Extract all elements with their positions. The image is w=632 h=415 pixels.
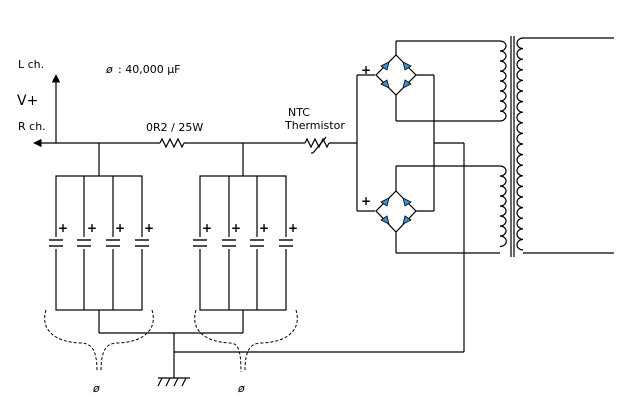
bridge-rectifier-lower xyxy=(375,190,417,233)
ntc-label-line2: Thermistor xyxy=(284,119,345,132)
ntc-thermistor-symbol xyxy=(304,137,330,149)
diode-icon xyxy=(380,197,412,225)
ground-symbol xyxy=(157,377,190,387)
cap-gap-r2 xyxy=(222,237,236,249)
resistor-label: 0R2 / 25W xyxy=(146,121,203,134)
cap-plus-r2: + xyxy=(231,221,241,235)
supply-rail xyxy=(56,136,357,154)
diode-icon xyxy=(380,61,412,89)
bridge-plus-upper: + xyxy=(361,63,371,77)
cap-plus-r1: + xyxy=(202,221,212,235)
cap-plus-l4: + xyxy=(144,221,154,235)
capacitance-symbol: ø xyxy=(105,63,113,76)
transformer xyxy=(499,36,614,257)
ground-bus xyxy=(99,142,465,378)
cap-gap-r3 xyxy=(250,237,264,249)
cap-plus-r3: + xyxy=(259,221,269,235)
cap-plus-l2: + xyxy=(87,221,97,235)
cap-plus-l3: + xyxy=(115,221,125,235)
bank-bracket-left xyxy=(44,309,154,373)
bank-bracket-right xyxy=(194,309,298,373)
cap-gap-l1 xyxy=(49,237,63,249)
capacitor-bank-right xyxy=(199,143,287,333)
ntc-label-line1: NTC xyxy=(288,106,310,119)
cap-gap-r4 xyxy=(279,237,293,249)
resistor-symbol xyxy=(159,137,185,149)
cap-plus-r4: + xyxy=(288,221,298,235)
bridge-plus-lower: + xyxy=(361,194,371,208)
cap-gap-l4 xyxy=(135,237,149,249)
capacitance-label: : 40,000 µF xyxy=(118,63,181,76)
voltage-label: V+ xyxy=(17,93,38,109)
left-channel-label: L ch. xyxy=(18,58,44,71)
bank-marker-right: ø xyxy=(237,382,245,395)
bridge-rectifier-upper xyxy=(375,54,417,96)
cap-gap-r1 xyxy=(193,237,207,249)
capacitor-bank-left xyxy=(49,143,149,333)
cap-gap-l3 xyxy=(106,237,120,249)
cap-plus-l1: + xyxy=(58,221,68,235)
output-arrows xyxy=(33,74,61,148)
right-channel-label: R ch. xyxy=(18,120,46,133)
cap-gap-l2 xyxy=(77,237,91,249)
rectifier-wiring xyxy=(356,40,500,254)
bank-marker-left: ø xyxy=(92,382,100,395)
